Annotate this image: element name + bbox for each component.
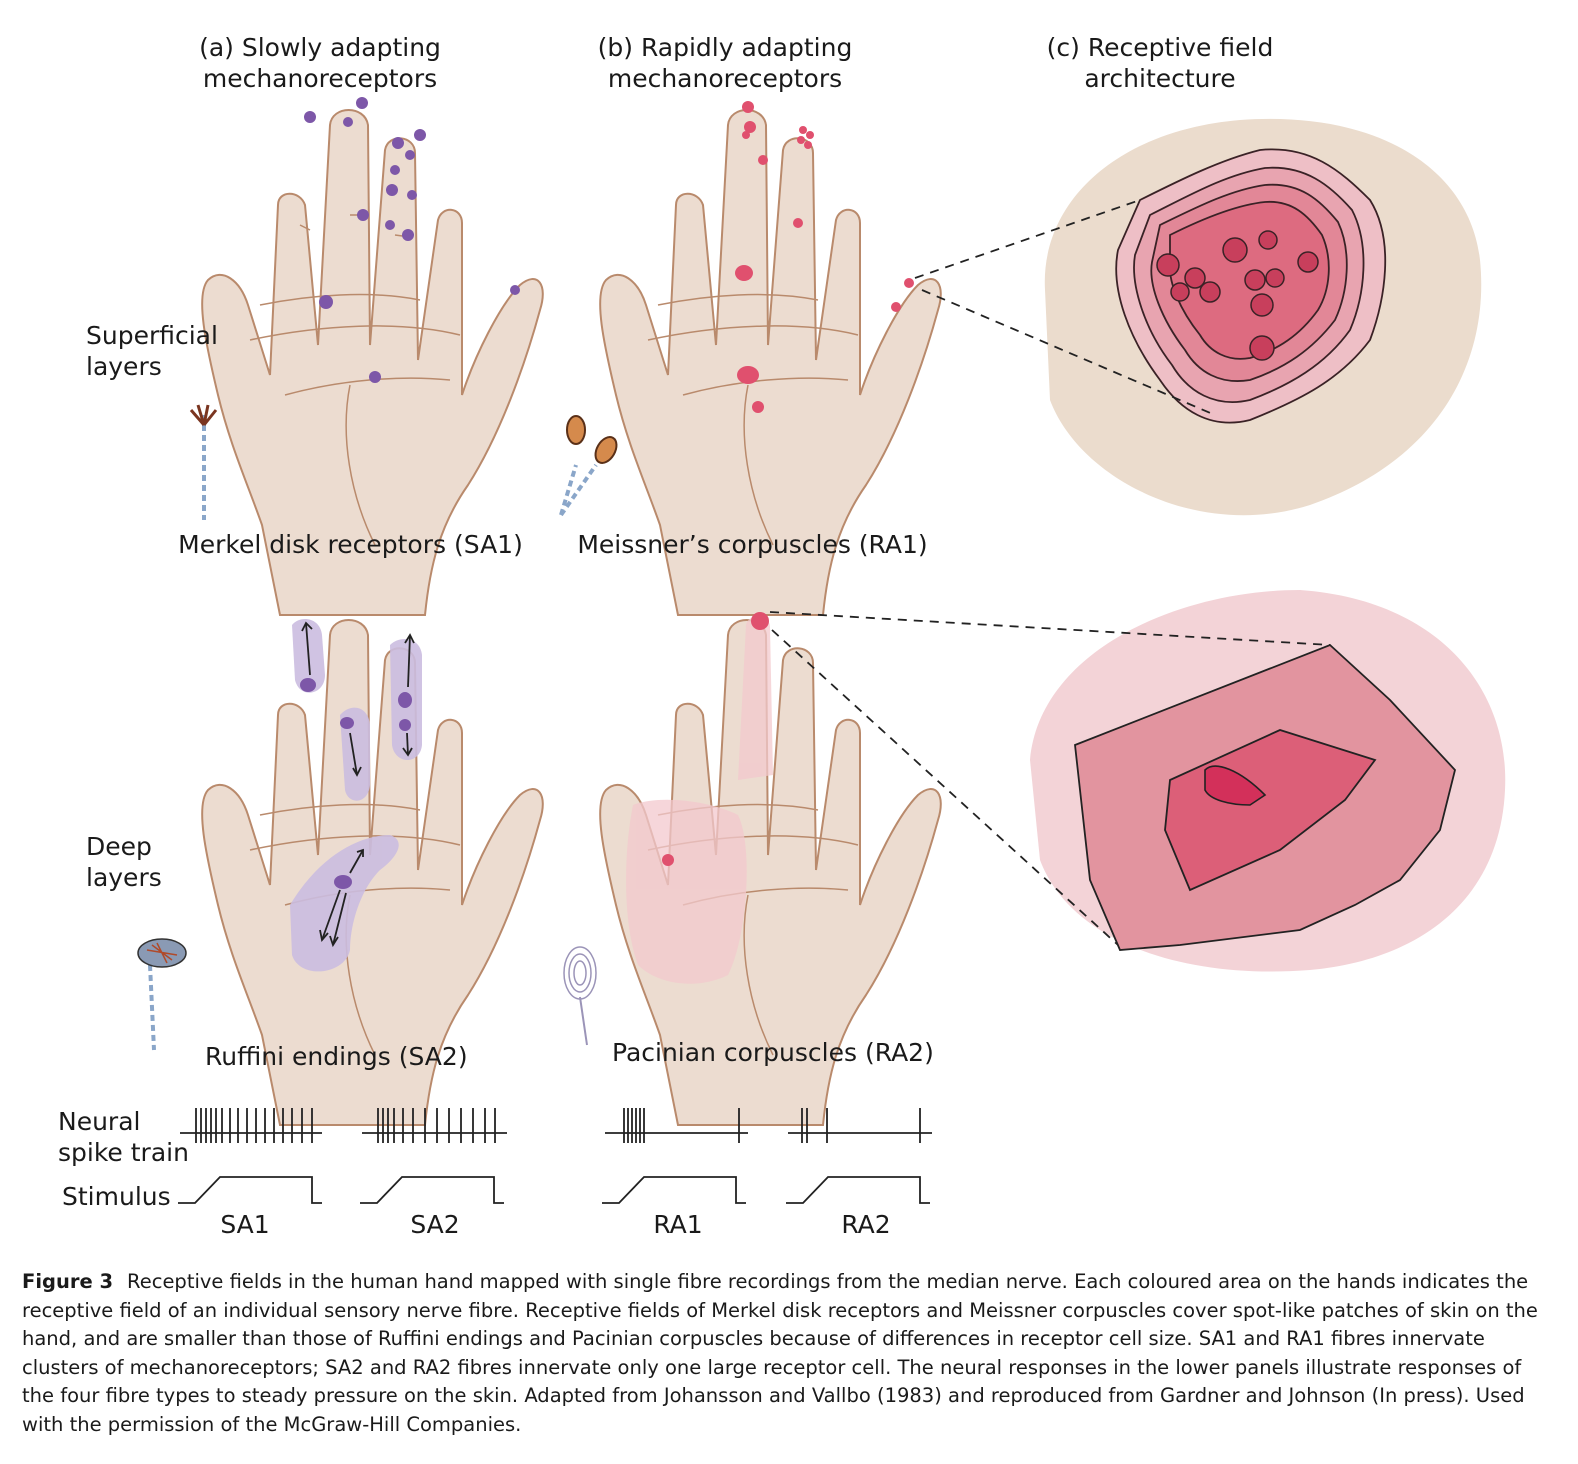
receptive-field-architecture-top xyxy=(914,118,1482,516)
pacinian-label: Pacinian corpuscles (RA2) xyxy=(612,1038,934,1067)
spike-train-sa1 xyxy=(180,1108,322,1143)
caption-text: Receptive fields in the human hand mappe… xyxy=(22,1270,1538,1436)
trace-label-sa2: SA2 xyxy=(410,1210,460,1239)
trace-label-ra2: RA2 xyxy=(841,1210,891,1239)
trace-label-sa1: SA1 xyxy=(220,1210,270,1239)
receptive-field-architecture-bottom xyxy=(769,590,1506,972)
hand-merkel xyxy=(201,97,544,616)
pacinian-receptor-icon xyxy=(563,946,597,1046)
spike-trains xyxy=(180,1108,932,1143)
hand-meissner xyxy=(599,101,942,616)
ruffini-label: Ruffini endings (SA2) xyxy=(205,1042,468,1071)
spike-train-sa2 xyxy=(362,1108,507,1143)
meissner-fields xyxy=(735,101,914,413)
figure-number: Figure 3 xyxy=(22,1270,114,1293)
meissner-receptor-icon xyxy=(559,415,618,517)
spike-train-ra2 xyxy=(788,1108,932,1143)
meissner-label: Meissner’s corpuscles (RA1) xyxy=(577,530,928,559)
stimulus-traces xyxy=(178,1176,930,1204)
hand-pacinian xyxy=(599,612,942,1126)
merkel-label: Merkel disk receptors (SA1) xyxy=(178,530,523,559)
stimulus-label: Stimulus xyxy=(62,1182,171,1211)
trace-label-ra1: RA1 xyxy=(653,1210,703,1239)
hand-ruffini xyxy=(201,619,544,1126)
merkel-receptor-icon xyxy=(189,404,218,520)
ruffini-receptor-icon xyxy=(137,938,187,1051)
ruffini-stretch-arrows xyxy=(301,621,415,948)
merkel-fields xyxy=(304,97,520,383)
spike-train-ra1 xyxy=(605,1108,748,1143)
pacinian-fields xyxy=(626,616,773,984)
